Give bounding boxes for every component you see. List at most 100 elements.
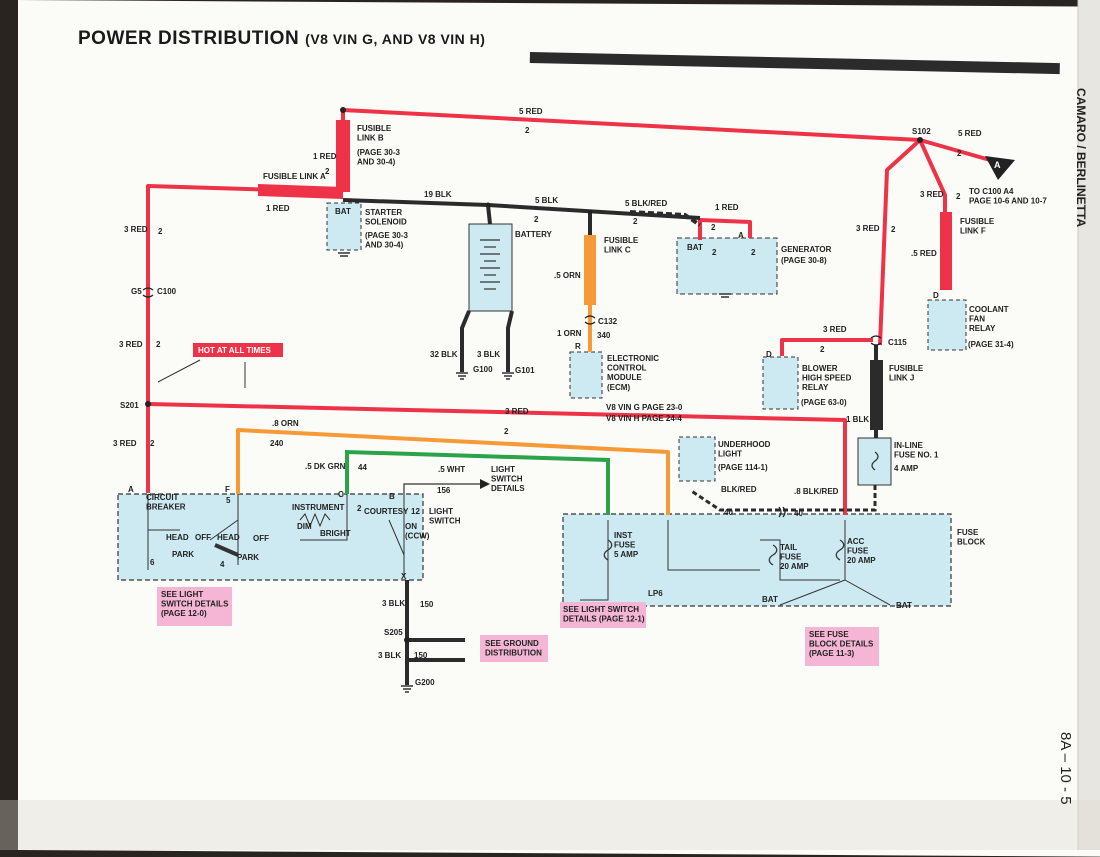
label-8orn: .8 ORN: [272, 419, 299, 428]
ls-a-label: A: [128, 485, 134, 494]
label-3red-mid: 3 RED: [505, 407, 529, 416]
label-3red-s102: 3 RED: [920, 190, 944, 199]
label-2-right: 2: [891, 225, 896, 234]
ecm-box: [569, 351, 603, 399]
c100-label: C100: [157, 287, 177, 296]
coolant-relay-box: [927, 299, 967, 351]
label-5wht: .5 WHT: [438, 465, 465, 474]
blower-d-label: D: [766, 350, 772, 359]
white-wire-arrow: [480, 479, 490, 489]
head2-label: HEAD: [217, 533, 240, 542]
bright-label: BRIGHT: [320, 529, 351, 538]
label-40b: 40: [794, 509, 803, 518]
instrument-label: INSTRUMENT: [292, 503, 345, 512]
ground-symbols: [338, 252, 731, 693]
label-40a: 40: [724, 508, 733, 517]
wire-labels: 5 RED 2 1 RED 2 1 RED 3 RED 2 3 RED 2 3 …: [113, 107, 982, 660]
blkred-wire-inline: [689, 485, 877, 512]
label-blkred: BLK/RED: [721, 485, 757, 494]
ls-f-label: F: [225, 485, 230, 494]
starter-solenoid-box: [326, 202, 362, 251]
ls-4-label: 4: [220, 560, 225, 569]
off-label: OFF: [195, 533, 211, 542]
orange-wires: [236, 300, 670, 515]
label-2-blkred: 2: [633, 217, 638, 226]
lp6-label: LP6: [648, 589, 663, 598]
label-3blk-bat: 3 BLK: [477, 350, 500, 359]
label-5red-top: 5 RED: [519, 107, 543, 116]
label-2-gen: 2: [711, 223, 716, 232]
generator-box: [676, 237, 778, 295]
label-5orn: .5 ORN: [554, 271, 581, 280]
label-3red-left3: 3 RED: [113, 439, 137, 448]
label-3red-blower: 3 RED: [823, 325, 847, 334]
dim-label: DIM: [297, 522, 312, 531]
label-1red-gen: 1 RED: [715, 203, 739, 212]
label-1red-fl: 1 RED: [313, 152, 337, 161]
fuse-block-internal: [580, 520, 891, 606]
connector-marks: [142, 287, 882, 518]
head-label: HEAD: [166, 533, 189, 542]
gen-2a-label: 2: [712, 248, 717, 257]
see-ls-details-2-box: [560, 602, 646, 628]
ecm-ref2: V8 VIN H PAGE 24-4: [606, 414, 682, 423]
blower-relay-box: [762, 356, 799, 410]
fusible-link-f: [940, 212, 952, 290]
page-title: POWER DISTRIBUTION(V8 VIN G, AND V8 VIN …: [78, 28, 485, 50]
label-5red-flf: .5 RED: [911, 249, 937, 258]
see-fuse-block-box: [805, 627, 879, 666]
label-3red-right: 3 RED: [856, 224, 880, 233]
coolant-d-label: D: [933, 291, 939, 300]
label-156: 156: [437, 486, 451, 495]
fuse-block-box: [562, 513, 952, 607]
label-2-left: 2: [158, 227, 163, 236]
bat2-label: BAT: [896, 601, 912, 610]
label-44: 44: [358, 463, 367, 472]
label-5red-s102: 5 RED: [958, 129, 982, 138]
label-150a: 150: [420, 600, 434, 609]
c115-label: C115: [888, 338, 907, 347]
starter-bat-label: BAT: [335, 207, 351, 216]
ecm-ref1: V8 VIN G PAGE 23-0: [606, 403, 683, 412]
g5-label: G5: [131, 287, 142, 296]
fusible-link-a-label: FUSIBLE LINK A: [263, 172, 326, 181]
gen-2b-label: 2: [751, 248, 756, 257]
ls-x-label: X: [401, 572, 407, 581]
underhood-light-box: [678, 436, 716, 482]
ls-6-label: 6: [150, 558, 155, 567]
white-wire: [403, 483, 480, 494]
connector-a-triangle: [985, 156, 1015, 180]
label-1red-a: 1 RED: [266, 204, 290, 213]
c132-label: C132: [598, 317, 618, 326]
label-2-left3: 2: [150, 439, 155, 448]
courtesy-label: COURTESY: [364, 507, 409, 516]
coolant-ref: (PAGE 31-4): [968, 340, 1014, 349]
s201-label: S201: [120, 401, 139, 410]
ls-5-label: 5: [226, 496, 231, 505]
fusible-link-a: [258, 184, 343, 199]
s102-label: S102: [912, 127, 931, 136]
s205-label: S205: [384, 628, 403, 637]
label-5dkgrn: .5 DK GRN: [305, 462, 346, 471]
hot-arrow-1: [157, 359, 201, 383]
label-19blk: 19 BLK: [424, 190, 452, 199]
